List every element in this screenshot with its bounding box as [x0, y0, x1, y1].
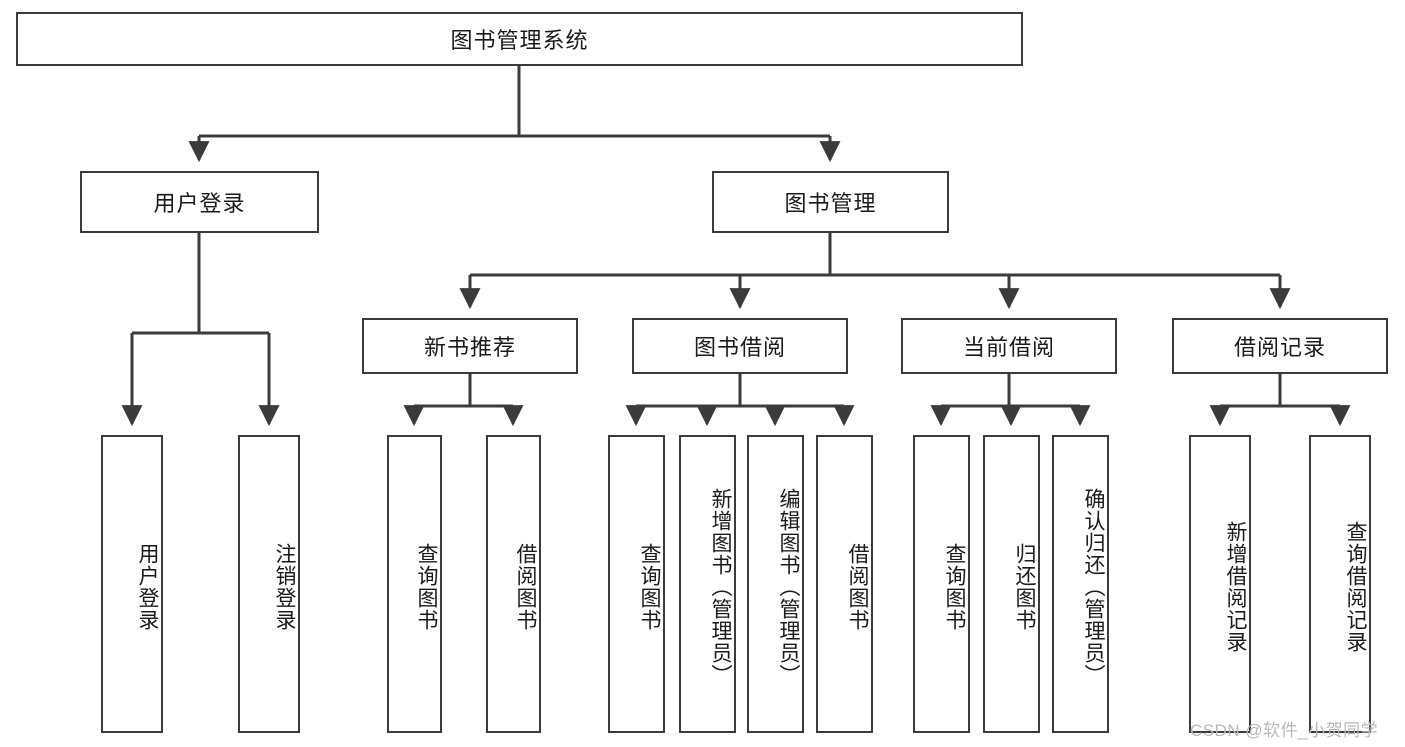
- node-book-manage[interactable]: 图书管理: [712, 171, 949, 233]
- node-leaf-query-record[interactable]: 查询借阅记录: [1309, 435, 1371, 733]
- node-leaf-add-book[interactable]: 新增图书（管理员）: [679, 435, 736, 733]
- node-book-borrow[interactable]: 图书借阅: [632, 318, 848, 374]
- node-current-borrow[interactable]: 当前借阅: [901, 318, 1117, 374]
- node-leaf-query-book-3[interactable]: 查询图书: [913, 435, 970, 733]
- node-leaf-user-login[interactable]: 用户登录: [101, 435, 163, 733]
- csdn-watermark: CSDN @软件_小贺同学: [1190, 721, 1379, 740]
- node-new-book-recommend[interactable]: 新书推荐: [362, 318, 578, 374]
- node-leaf-edit-book[interactable]: 编辑图书（管理员）: [747, 435, 804, 733]
- node-leaf-query-book-1[interactable]: 查询图书: [387, 435, 442, 733]
- node-leaf-add-record[interactable]: 新增借阅记录: [1189, 435, 1251, 733]
- node-leaf-borrow-book-1[interactable]: 借阅图书: [486, 435, 541, 733]
- node-leaf-return-book[interactable]: 归还图书: [983, 435, 1040, 733]
- node-borrow-record[interactable]: 借阅记录: [1172, 318, 1388, 374]
- node-leaf-borrow-book-2[interactable]: 借阅图书: [816, 435, 873, 733]
- node-user-login[interactable]: 用户登录: [80, 171, 319, 233]
- node-leaf-confirm-return[interactable]: 确认归还（管理员）: [1052, 435, 1109, 733]
- node-leaf-logout[interactable]: 注销登录: [238, 435, 300, 733]
- node-leaf-query-book-2[interactable]: 查询图书: [608, 435, 665, 733]
- node-root[interactable]: 图书管理系统: [16, 12, 1023, 66]
